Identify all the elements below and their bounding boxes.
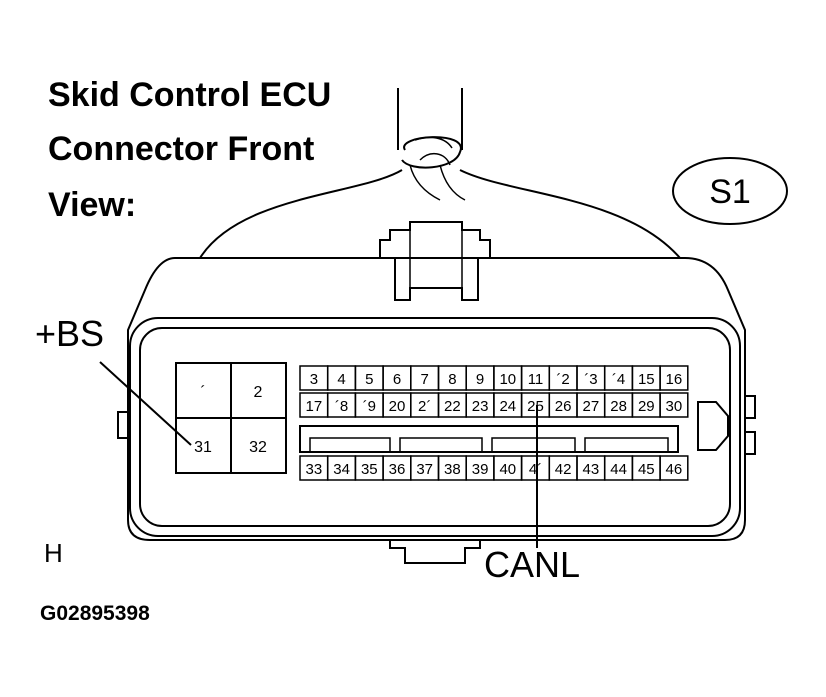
large-pin-label: 31 <box>194 439 212 456</box>
pin-label: 23 <box>472 398 489 415</box>
pin-label: 39 <box>472 461 489 478</box>
connector-housing <box>117 221 756 564</box>
pin-label: 8 <box>448 371 456 388</box>
pin-label: 10 <box>499 371 516 388</box>
pin-label: 46 <box>666 461 683 478</box>
pin-label: 22 <box>444 398 461 415</box>
pin-label: 16 <box>666 371 683 388</box>
pin-label: 34 <box>333 461 350 478</box>
pin-label: 30 <box>666 398 683 415</box>
pin-label: 35 <box>361 461 378 478</box>
pin-label: 3 <box>310 371 318 388</box>
pin-cell <box>659 392 689 418</box>
pin-label: ´9 <box>363 398 376 415</box>
pin-label: 27 <box>583 398 600 415</box>
title-line-3: View: <box>48 186 136 224</box>
pin-cell <box>659 455 689 481</box>
pin-label: 40 <box>499 461 516 478</box>
canl-callout: CANL <box>484 544 580 585</box>
pin-label: 9 <box>476 371 484 388</box>
pin-label: 28 <box>610 398 627 415</box>
view-letter: H <box>44 538 63 568</box>
pin-label: 36 <box>389 461 406 478</box>
connector-code-badge <box>672 157 788 225</box>
pin-label: 33 <box>306 461 323 478</box>
pin-label: 26 <box>555 398 572 415</box>
pin-label: 20 <box>389 398 406 415</box>
pin-label: 5 <box>365 371 373 388</box>
pin-label: 17 <box>306 398 323 415</box>
pin-label: 4´ <box>529 461 542 478</box>
pin-label: ´3 <box>584 371 597 388</box>
pin-label: 7 <box>421 371 429 388</box>
bs-callout: +BS <box>35 313 104 354</box>
pin-label: 11 <box>528 371 544 388</box>
title-line-1: Skid Control ECU <box>48 76 331 114</box>
pin-label: 43 <box>583 461 600 478</box>
pin-label: ´2 <box>556 371 569 388</box>
pin-label: 29 <box>638 398 655 415</box>
wire-harness <box>199 88 681 259</box>
bs-leader-line <box>99 361 192 446</box>
pin-label: 38 <box>444 461 461 478</box>
figure-code: G02895398 <box>40 602 150 625</box>
key-slot-row <box>299 425 679 453</box>
large-pin-label: 32 <box>249 439 267 456</box>
large-pin-block: ´ 2 31 32 <box>175 362 287 474</box>
large-pin-label: ´ <box>200 384 205 401</box>
title-line-2: Connector Front <box>48 130 314 168</box>
pin-label: 25 <box>527 398 544 415</box>
pin-label: 6 <box>393 371 401 388</box>
pin-label: 45 <box>638 461 655 478</box>
pin-label: 44 <box>610 461 627 478</box>
pin-label: 37 <box>416 461 433 478</box>
pin-label: 2´ <box>418 398 431 415</box>
pin-label: ´4 <box>612 371 625 388</box>
pin-label: 15 <box>638 371 655 388</box>
pin-label: 42 <box>555 461 572 478</box>
pin-label: 4 <box>337 371 345 388</box>
connector-code: S1 <box>709 173 751 211</box>
large-pin-label: 2 <box>254 384 263 401</box>
pin-label: 24 <box>499 398 516 415</box>
pin-cell <box>659 365 689 391</box>
pin-label: ´8 <box>335 398 348 415</box>
